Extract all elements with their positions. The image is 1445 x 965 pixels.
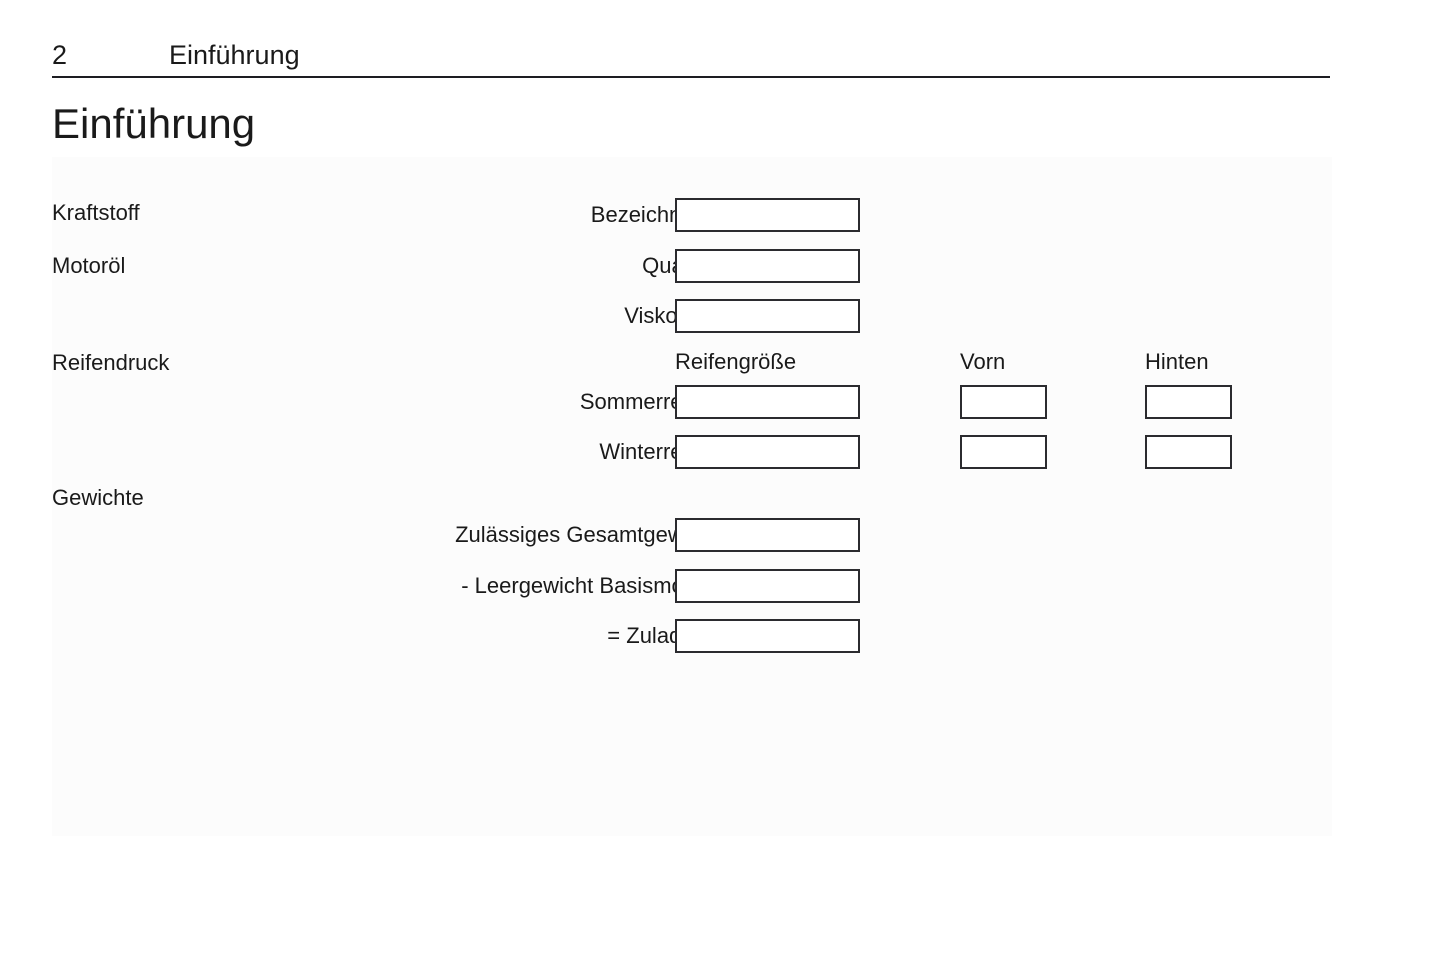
field-sommerreifen-vorn[interactable] <box>960 385 1047 419</box>
field-sommerreifen-reifengroesse[interactable] <box>675 385 860 419</box>
field-winterreifen-hinten[interactable] <box>1145 435 1232 469</box>
form-panel: Kraftstoff Motoröl Reifendruck Gewichte … <box>52 157 1332 836</box>
field-winterreifen-reifengroesse[interactable] <box>675 435 860 469</box>
column-header-reifengroesse: Reifengröße <box>675 349 797 374</box>
field-sommerreifen-hinten[interactable] <box>1145 385 1232 419</box>
column-header-hinten: Hinten <box>1145 349 1209 374</box>
page-title: Einführung <box>52 100 256 147</box>
header-chapter-name: Einführung <box>169 40 300 70</box>
column-header-vorn: Vorn <box>960 349 1006 374</box>
running-header: 2 Einführung <box>52 38 1330 78</box>
field-zuladung[interactable] <box>675 619 860 653</box>
section-label-kraftstoff: Kraftstoff <box>52 200 140 225</box>
field-zulaessiges-gesamtgewicht[interactable] <box>675 518 860 552</box>
page-number: 2 <box>52 40 68 70</box>
section-label-reifendruck: Reifendruck <box>52 350 170 375</box>
field-leergewicht-basismodell[interactable] <box>675 569 860 603</box>
field-qualitaet[interactable] <box>675 249 860 283</box>
header-divider <box>52 76 1330 78</box>
section-label-motoroel: Motoröl <box>52 253 126 278</box>
field-viskositaet[interactable] <box>675 299 860 333</box>
field-winterreifen-vorn[interactable] <box>960 435 1047 469</box>
row-label-zulaessiges-gesamtgewicht: Zulässiges Gesamtgewicht <box>455 522 718 547</box>
field-bezeichnung[interactable] <box>675 198 860 232</box>
section-label-gewichte: Gewichte <box>52 485 144 510</box>
